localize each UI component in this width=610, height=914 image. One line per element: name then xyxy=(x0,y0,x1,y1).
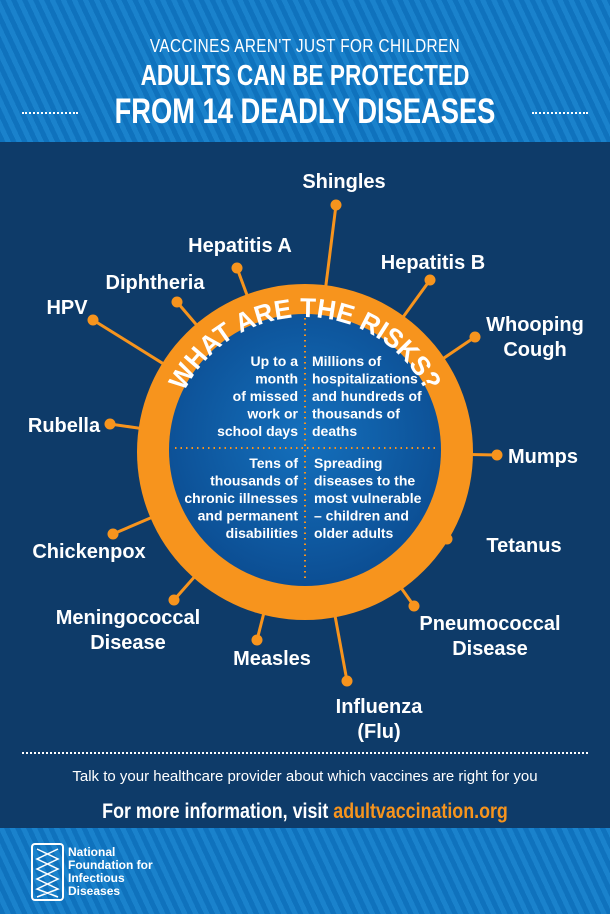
header-title-line1: ADULTS CAN BE PROTECTED xyxy=(140,60,470,92)
disease-label-line: Disease xyxy=(452,638,528,660)
org-line: Foundation for xyxy=(68,858,153,872)
disease-label-hepatitis-a: Hepatitis A xyxy=(188,235,292,257)
risk-line: Millions of xyxy=(312,353,382,369)
header-dots-right xyxy=(532,112,588,114)
disease-label-line: Rubella xyxy=(28,415,101,437)
spoke-dot-hpv xyxy=(87,314,99,326)
spoke-dot-influenza-flu xyxy=(341,675,353,687)
disease-label-line: Shingles xyxy=(302,171,385,193)
disease-label-line: Whooping xyxy=(486,314,584,336)
risk-line: disabilities xyxy=(226,525,299,541)
spoke-line-whooping-cough xyxy=(439,335,476,362)
risk-line: and permanent xyxy=(198,508,299,524)
disease-label-hepatitis-b: Hepatitis B xyxy=(381,252,485,274)
risk-line: thousands of xyxy=(210,473,298,489)
disease-label-line: Influenza xyxy=(336,696,424,718)
risk-line: thousands of xyxy=(312,406,400,422)
disease-label-diphtheria: Diphtheria xyxy=(106,272,206,294)
header-subtitle: VACCINES AREN'T JUST FOR CHILDREN xyxy=(149,36,461,56)
header-banner: VACCINES AREN'T JUST FOR CHILDREN ADULTS… xyxy=(0,0,610,142)
disease-label-line: Pneumococcal xyxy=(419,613,560,635)
header-title-line2: FROM 14 DEADLY DISEASES xyxy=(114,92,496,131)
risk-line: deaths xyxy=(312,423,357,439)
risk-line: Spreading xyxy=(314,455,382,471)
spoke-dot-diphtheria xyxy=(171,296,183,308)
disease-label-measles: Measles xyxy=(233,648,311,670)
risk-line: – children and xyxy=(314,508,409,524)
disease-label-tetanus: Tetanus xyxy=(486,535,561,557)
disease-label-line: Mumps xyxy=(508,446,578,468)
disease-label-hpv: HPV xyxy=(46,297,88,319)
disease-label-chickenpox: Chickenpox xyxy=(32,541,145,563)
spoke-dot-chickenpox xyxy=(107,528,119,540)
disease-label-line: HPV xyxy=(46,297,88,319)
risk-line: Tens of xyxy=(249,455,298,471)
disease-label-line: (Flu) xyxy=(357,721,400,743)
org-line: Infectious xyxy=(68,871,125,885)
talk-to-provider-text: Talk to your healthcare provider about w… xyxy=(72,768,538,785)
website-link[interactable]: adultvaccination.org xyxy=(333,800,508,823)
spoke-line-hpv xyxy=(92,318,167,367)
header-dots-left xyxy=(22,112,78,114)
disease-label-shingles: Shingles xyxy=(302,171,385,193)
spoke-dot-shingles xyxy=(330,199,342,211)
disease-label-line: Hepatitis B xyxy=(381,252,485,274)
disease-label-line: Chickenpox xyxy=(32,541,145,563)
spoke-dot-meningococcal-disease xyxy=(168,594,180,606)
risk-line: chronic illnesses xyxy=(184,490,298,506)
spoke-line-chickenpox xyxy=(112,515,155,536)
risk-line: of missed xyxy=(233,388,298,404)
risk-line: Up to a xyxy=(251,353,299,369)
spoke-dot-measles xyxy=(251,634,263,646)
disease-label-mumps: Mumps xyxy=(508,446,578,468)
spoke-line-hepatitis-b xyxy=(400,279,432,321)
spoke-dot-rubella xyxy=(104,418,116,430)
risk-line: older adults xyxy=(314,525,394,541)
spoke-dot-mumps xyxy=(491,449,503,461)
risk-line: diseases to the xyxy=(314,473,415,489)
risk-line: school days xyxy=(217,423,298,439)
risk-line: month xyxy=(255,371,298,387)
disease-label-line: Cough xyxy=(503,339,566,361)
disease-label-line: Disease xyxy=(90,632,166,654)
spoke-line-influenza-flu xyxy=(333,613,349,682)
disease-label-influenza-flu: Influenza (Flu) xyxy=(336,696,424,743)
footer-banner: National Foundation for Infectious Disea… xyxy=(0,828,610,914)
org-line: National xyxy=(68,845,116,859)
disease-label-line: Meningococcal xyxy=(56,607,200,629)
spoke-line-meningococcal-disease xyxy=(172,573,198,601)
risk-line: work or xyxy=(246,406,298,422)
more-info-text: For more information, visit adultvaccina… xyxy=(46,800,565,824)
spoke-dot-pneumococcal-disease xyxy=(408,600,420,612)
disease-label-line: Hepatitis A xyxy=(188,235,292,257)
spoke-dot-hepatitis-a xyxy=(231,262,243,274)
disease-label-line: Tetanus xyxy=(486,535,561,557)
spoke-line-diphtheria xyxy=(175,301,200,329)
organization-name: National Foundation for Infectious Disea… xyxy=(68,846,153,898)
disease-label-rubella: Rubella xyxy=(28,415,101,437)
risk-line: hospitalizations xyxy=(312,371,418,387)
disease-label-line: Diphtheria xyxy=(106,272,206,294)
risk-line: and hundreds of xyxy=(312,388,422,404)
spoke-line-shingles xyxy=(323,204,338,290)
footer-divider xyxy=(22,752,588,754)
risk-line: most vulnerable xyxy=(314,490,422,506)
disease-label-line: Measles xyxy=(233,648,311,670)
spoke-dot-hepatitis-b xyxy=(424,274,436,286)
nfid-logo-icon xyxy=(31,843,64,901)
spoke-dot-whooping-cough xyxy=(469,331,481,343)
org-line: Diseases xyxy=(68,884,121,898)
more-info-prefix: For more information, visit xyxy=(102,800,334,823)
